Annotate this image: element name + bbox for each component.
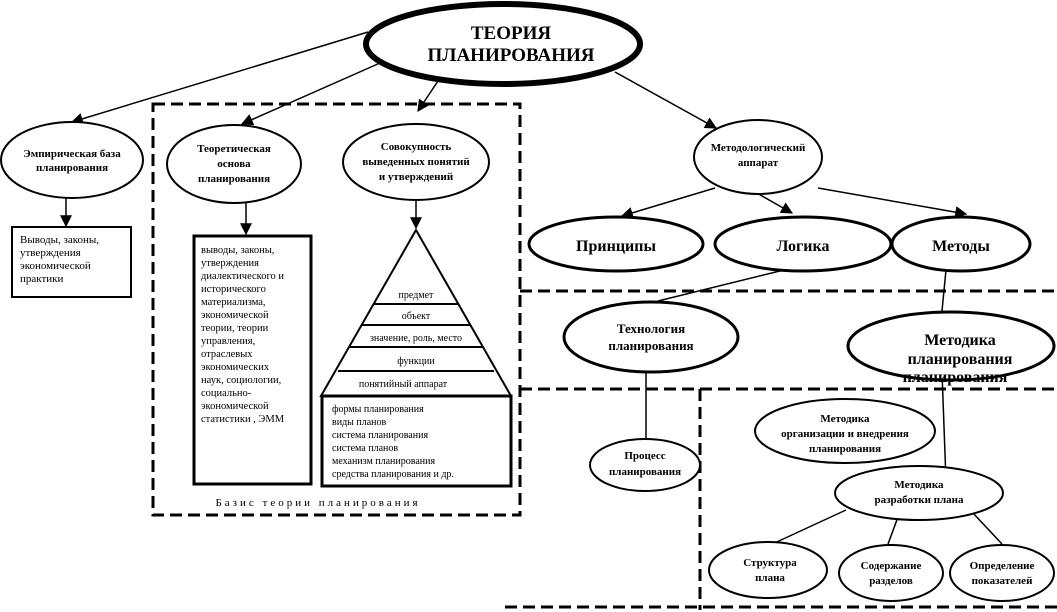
methodology-title-line2: планирования (908, 351, 1013, 368)
logic-node: Логика (713, 215, 893, 273)
structure-node: Структура плана (708, 541, 828, 599)
structure-title-line2: плана (755, 572, 785, 584)
methodological-node: Методологический аппарат (693, 119, 823, 195)
theoretical-box-line: утверждения (201, 258, 259, 269)
indicators-node: Определение показателей (949, 544, 1055, 602)
development-title-line2: разработки плана (874, 494, 964, 506)
theoretical-box-line: исторического (201, 284, 266, 295)
concepts-base-line: средства планирования и др. (332, 469, 454, 480)
theoretical-box-line: экономических (201, 362, 270, 373)
organization-title-line2: организации и внедрения (781, 428, 909, 440)
development-node: Методика разработки плана (834, 465, 1004, 521)
indicators-title-line1: Определение (970, 560, 1035, 572)
methodology-title-line1: Методика (924, 332, 995, 349)
methods-label: Методы (932, 238, 990, 255)
theoretical-box-line: материализма, (201, 297, 266, 308)
theoretical-box-line: статистики , ЭММ (201, 414, 285, 425)
empirical-title-line2: планирования (36, 162, 108, 174)
methodology-dashed-border (505, 389, 1057, 610)
theoretical-box-line: теории, теории (201, 323, 269, 334)
methodological-connectors (620, 187, 968, 322)
process-node: Процесс планирования (589, 438, 701, 492)
methodological-title-line2: аппарат (738, 157, 779, 169)
theoretical-title-line1: Теоретическая (197, 143, 271, 155)
concepts-base-line: виды планов (332, 417, 387, 428)
concepts-pyramid: предмет объект значение, роль, место фун… (319, 227, 513, 397)
empirical-title-line1: Эмпирическая база (23, 148, 121, 160)
empirical-box-line3: экономической (20, 260, 91, 272)
indicators-title-line2: показателей (972, 575, 1033, 587)
root-node: ТЕОРИЯ ПЛАНИРОВАНИЯ (363, 1, 643, 87)
methodological-title-line1: Методологический (711, 142, 806, 154)
theoretical-box-line: отраслевых (201, 349, 253, 360)
organization-title-line3: планирования (809, 443, 881, 455)
empirical-box: Выводы, законы, утверждения экономическо… (11, 226, 132, 298)
pyramid-level-subject: предмет (399, 290, 435, 301)
theoretical-box-line: управления, (201, 336, 255, 347)
root-title-line1: ТЕОРИЯ (471, 23, 552, 44)
theoretical-box-line: наук, социологии, (201, 375, 281, 386)
branch-connectors (60, 197, 1003, 547)
concepts-node: Совокупность выведенных понятий и утверж… (342, 123, 490, 201)
basis-dashed-region (151, 102, 522, 517)
empirical-node: Эмпирическая база планирования (0, 121, 144, 199)
pyramid-level-concepts: понятийный аппарат (359, 379, 448, 390)
theoretical-box: выводы, законы, утверждения диалектическ… (192, 234, 313, 486)
principles-node: Принципы (527, 215, 705, 273)
empirical-box-line4: практики (20, 273, 64, 285)
theoretical-title-line3: планирования (198, 173, 270, 185)
concepts-title-line3: и утверждений (379, 171, 454, 183)
concepts-base-line: формы планирования (332, 404, 424, 415)
pyramid-level-object: объект (402, 311, 431, 322)
process-title-line2: планирования (609, 466, 681, 478)
theoretical-box-line: выводы, законы, (201, 245, 274, 256)
concepts-title-line1: Совокупность (381, 141, 452, 153)
concepts-base-box: формы планирования виды планов система п… (320, 394, 513, 488)
technology-title-line2: планирования (608, 338, 693, 353)
theoretical-box-line: диалектического и (201, 271, 284, 282)
organization-title-line1: Методика (820, 413, 870, 425)
structure-title-line1: Структура (743, 557, 797, 569)
technology-node: Технология планирования (562, 300, 740, 374)
content-title-line1: Содержание (861, 560, 922, 572)
process-title-line1: Процесс (624, 450, 665, 462)
concepts-base-line: механизм планирования (332, 456, 435, 467)
development-title-line1: Методика (894, 479, 944, 491)
concepts-base-line: система планирования (332, 430, 428, 441)
technology-title-line1: Технология (617, 321, 685, 336)
content-node: Содержание разделов (838, 544, 944, 602)
empirical-box-line1: Выводы, законы, (20, 234, 99, 246)
basis-label: Базис теории планирования (215, 497, 420, 509)
theoretical-node: Теоретическая основа планирования (166, 124, 302, 204)
theoretical-box-line: экономической (201, 310, 269, 321)
organization-node: Методика организации и внедрения планиро… (754, 398, 936, 464)
concepts-title-line2: выведенных понятий (362, 156, 470, 168)
principles-label: Принципы (576, 238, 656, 255)
content-title-line2: разделов (869, 575, 913, 587)
pyramid-level-role: значение, роль, место (370, 333, 462, 344)
methodology-title-line3: планирования (903, 369, 1008, 386)
methodology-node: Методика планирования планирования (846, 310, 1056, 386)
theoretical-title-line2: основа (217, 158, 251, 170)
empirical-box-line2: утверждения (20, 247, 81, 259)
root-title-line2: ПЛАНИРОВАНИЯ (428, 45, 595, 66)
concepts-base-line: система планов (332, 443, 398, 454)
theoretical-box-line: экономической (201, 401, 269, 412)
methods-node: Методы (890, 215, 1032, 273)
theoretical-box-line: социально- (201, 388, 252, 399)
logic-label: Логика (777, 238, 830, 255)
pyramid-level-functions: функции (397, 356, 435, 367)
